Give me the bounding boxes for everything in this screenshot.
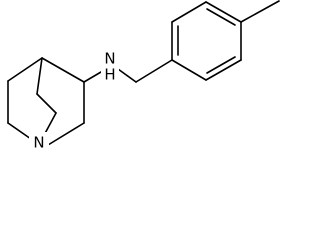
quinuclidine-cage <box>7 57 85 146</box>
bond-c3-nh <box>83 71 102 83</box>
molecule-svg: N H N <box>7 0 280 152</box>
benzylamine-chain <box>83 59 173 83</box>
bond-c4-cleft <box>7 57 43 82</box>
ring-bond-6 <box>171 59 207 81</box>
bond-c2-n1 <box>47 122 85 146</box>
atom-label-nh: N H <box>101 50 119 84</box>
ring-bond-2 <box>171 1 207 23</box>
ring-double-bond-2 <box>206 8 236 26</box>
amine-hydrogen-label: H <box>104 66 115 84</box>
bond-c4-c3 <box>41 57 85 83</box>
atom-label-bridgehead-n: N <box>29 132 49 152</box>
benzene-ring <box>171 1 242 81</box>
bond-c4-cback <box>36 57 43 95</box>
ring-double-bond-3 <box>206 56 236 74</box>
bond-methyl <box>240 0 280 23</box>
bond-ch2-ring <box>135 59 173 83</box>
structure-diagram: N H N <box>7 0 280 152</box>
ring-bond-5 <box>205 59 242 81</box>
bridgehead-nitrogen-label: N <box>33 134 44 152</box>
ring-bond-3 <box>205 1 242 23</box>
amine-nitrogen-label: N <box>104 50 115 68</box>
bond-nh-ch2 <box>117 68 137 83</box>
bond-cback-cback2 <box>36 93 57 114</box>
bond-cleft2-n1 <box>7 122 32 140</box>
